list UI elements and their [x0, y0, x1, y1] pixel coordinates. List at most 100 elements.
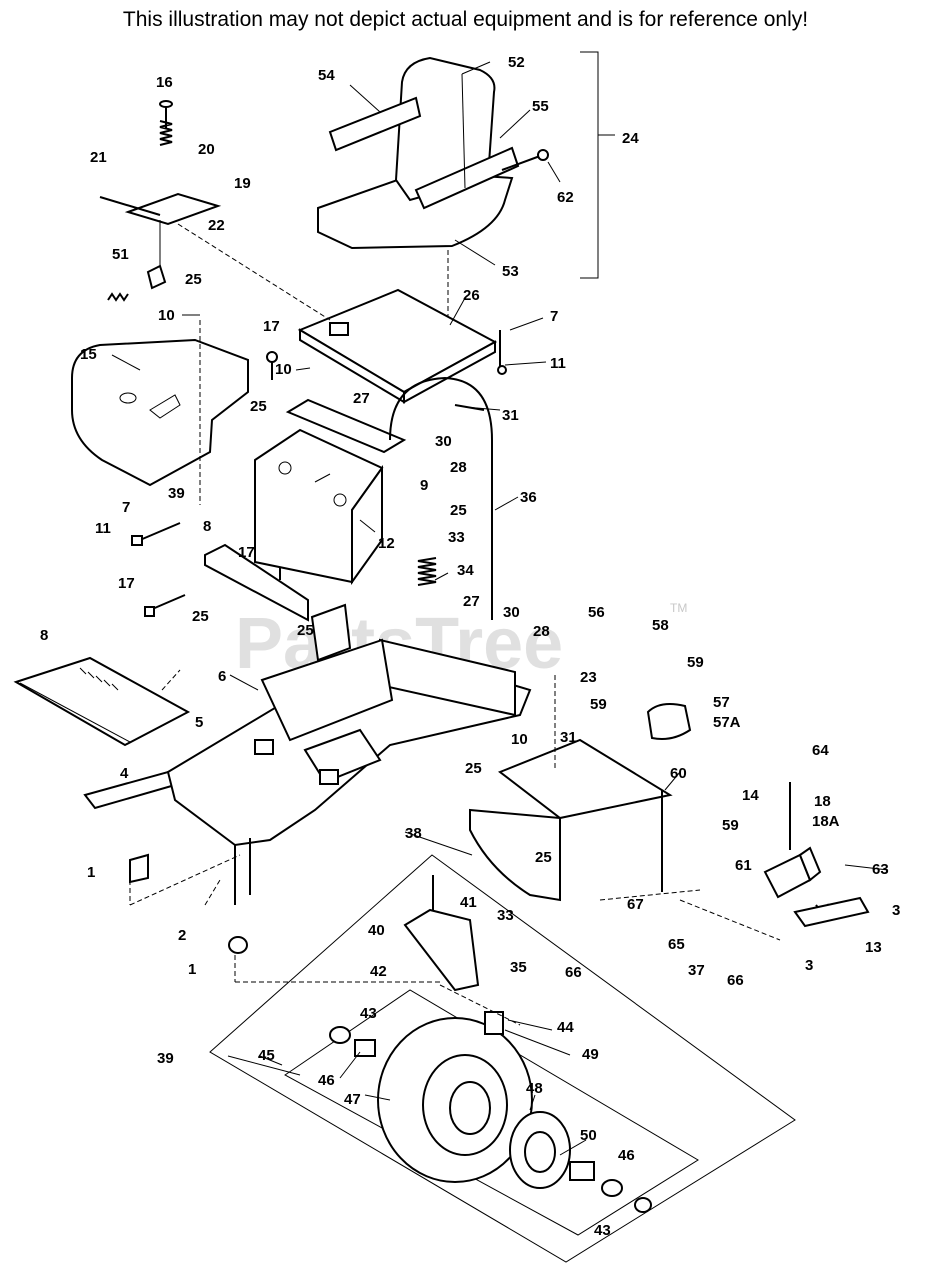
label-52: 52 — [508, 54, 525, 71]
label-25a: 25 — [185, 271, 202, 288]
label-30b: 30 — [503, 604, 520, 621]
label-54: 54 — [318, 67, 335, 84]
label-34: 34 — [457, 562, 474, 579]
label-31b: 31 — [560, 729, 577, 746]
label-37: 37 — [688, 962, 705, 979]
label-25b: 25 — [250, 398, 267, 415]
label-12: 12 — [378, 535, 395, 552]
label-35: 35 — [510, 959, 527, 976]
label-9: 9 — [420, 477, 428, 494]
label-4: 4 — [120, 765, 129, 782]
seat-pan — [297, 288, 498, 404]
label-61: 61 — [735, 857, 752, 874]
seat-group-bracket — [580, 51, 599, 279]
label-51: 51 — [112, 246, 129, 263]
label-48: 48 — [526, 1080, 543, 1097]
label-45: 45 — [258, 1047, 275, 1064]
label-39a: 39 — [168, 485, 185, 502]
fender-cover — [71, 338, 249, 487]
label-2: 2 — [178, 927, 186, 944]
pedal-bracket — [646, 703, 692, 740]
throttle-cable — [389, 376, 493, 620]
label-10a: 10 — [158, 307, 175, 324]
label-41: 41 — [460, 894, 477, 911]
label-59b: 59 — [590, 696, 607, 713]
label-63: 63 — [872, 861, 889, 878]
label-11a: 11 — [550, 355, 566, 372]
label-38: 38 — [405, 825, 422, 842]
label-31a: 31 — [502, 407, 519, 424]
label-16: 16 — [156, 74, 173, 91]
label-36: 36 — [520, 489, 537, 506]
label-40: 40 — [368, 922, 385, 939]
label-46a: 46 — [318, 1072, 335, 1089]
label-57a: 57A — [713, 714, 741, 731]
spring — [417, 557, 437, 586]
label-3b: 3 — [805, 957, 813, 974]
label-14: 14 — [742, 787, 759, 804]
label-18a: 18A — [812, 813, 840, 830]
label-25c: 25 — [450, 502, 467, 519]
label-17b: 17 — [238, 544, 255, 561]
label-26: 26 — [463, 287, 480, 304]
label-25f: 25 — [465, 760, 482, 777]
caster-wheel — [377, 1017, 571, 1189]
label-6: 6 — [218, 668, 226, 685]
label-33b: 33 — [497, 907, 514, 924]
label-11b: 11 — [95, 520, 111, 537]
label-15: 15 — [80, 346, 97, 363]
label-44: 44 — [557, 1019, 574, 1036]
label-66a: 66 — [565, 964, 582, 981]
caster-fork — [403, 875, 480, 992]
wheel-subgroup-outline — [284, 989, 699, 1236]
callout-labels: 52 54 55 24 62 53 16 20 21 19 22 51 25 2… — [40, 54, 900, 1239]
label-10b: 10 — [275, 361, 292, 378]
decal-sheet — [13, 656, 191, 747]
label-66b: 66 — [727, 972, 744, 989]
label-20: 20 — [198, 141, 215, 158]
label-10c: 10 — [511, 731, 528, 748]
label-8a: 8 — [203, 518, 211, 535]
label-3a: 3 — [892, 902, 900, 919]
brake-bracket — [763, 782, 870, 928]
label-27a: 27 — [353, 390, 370, 407]
label-28b: 28 — [533, 623, 550, 640]
label-21: 21 — [90, 149, 107, 166]
watermark-trademark: TM — [670, 601, 687, 615]
label-17c: 17 — [118, 575, 135, 592]
seat — [317, 56, 520, 250]
label-46b: 46 — [618, 1147, 635, 1164]
label-64: 64 — [812, 742, 829, 759]
label-67: 67 — [627, 896, 644, 913]
label-27b: 27 — [463, 593, 480, 610]
label-42: 42 — [370, 963, 387, 980]
label-25d: 25 — [192, 608, 209, 625]
label-53: 53 — [502, 263, 519, 280]
label-23: 23 — [580, 669, 597, 686]
label-43b: 43 — [594, 1222, 611, 1239]
main-frame — [83, 603, 532, 905]
label-50: 50 — [580, 1127, 597, 1144]
label-43a: 43 — [360, 1005, 377, 1022]
label-49: 49 — [582, 1046, 599, 1063]
label-7b: 7 — [122, 499, 130, 516]
label-18: 18 — [814, 793, 831, 810]
label-59a: 59 — [687, 654, 704, 671]
label-62: 62 — [557, 189, 574, 206]
control-panel — [254, 428, 384, 586]
label-25e: 25 — [297, 622, 314, 639]
label-7a: 7 — [550, 308, 558, 325]
label-5: 5 — [195, 714, 203, 731]
label-60: 60 — [670, 765, 687, 782]
label-1a: 1 — [87, 864, 95, 881]
label-57: 57 — [713, 694, 730, 711]
label-33a: 33 — [448, 529, 465, 546]
label-25g: 25 — [535, 849, 552, 866]
label-24: 24 — [622, 130, 639, 147]
label-30a: 30 — [435, 433, 452, 450]
label-59c: 59 — [722, 817, 739, 834]
label-65: 65 — [668, 936, 685, 953]
label-39b: 39 — [157, 1050, 174, 1067]
